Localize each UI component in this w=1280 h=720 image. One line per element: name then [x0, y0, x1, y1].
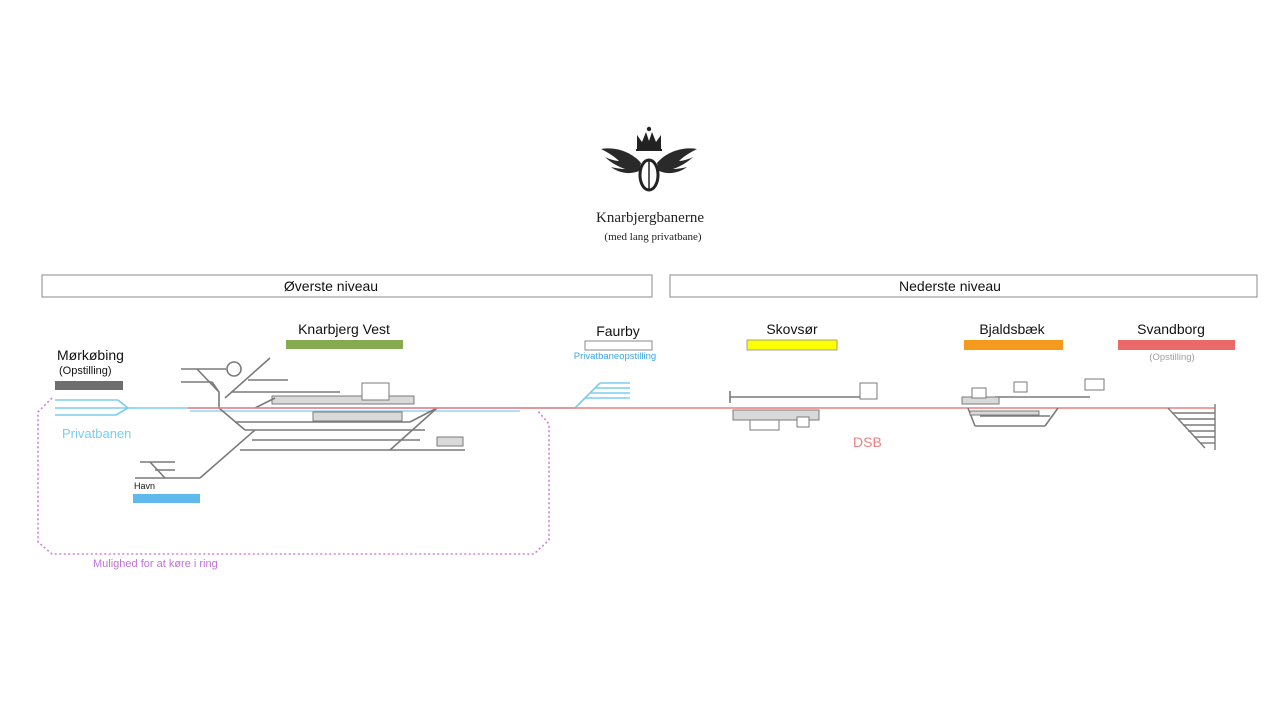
ring-loop-line	[37, 397, 550, 555]
turntable-icon	[226, 361, 242, 377]
morkobing-color-bar	[55, 381, 123, 390]
bjaldsbaek-buildings	[961, 378, 1105, 416]
bjaldsbaek-name: Bjaldsbæk	[979, 321, 1045, 337]
lower-level-label: Nederste niveau	[899, 278, 1001, 294]
morkobing-note: (Opstilling)	[59, 365, 112, 377]
morkobing-name: Mørkøbing	[57, 347, 124, 363]
svandborg-name: Svandborg	[1137, 321, 1205, 337]
ring-label: Mulighed for at køre i ring	[93, 558, 218, 570]
bjaldsbaek-tracks	[967, 396, 1090, 427]
faurby-note: Privatbaneopstilling	[574, 351, 656, 362]
lower-level-header: Nederste niveau	[669, 274, 1258, 298]
skovsor-color-bar	[746, 339, 838, 351]
page-subtitle: (med lang privatbane)	[604, 231, 701, 243]
knarbjerg-vest-color-bar	[286, 340, 403, 349]
bjaldsbaek-color-bar	[964, 340, 1063, 350]
private-line-label: Privatbanen	[62, 426, 131, 441]
skovsor-buildings	[732, 382, 878, 431]
page-title: Knarbjergbanerne	[596, 210, 704, 226]
knarbjerg-vest-tracks	[135, 357, 465, 479]
faurby-color-bar	[584, 340, 653, 351]
svandborg-tracks	[1167, 404, 1216, 450]
faurby-name: Faurby	[596, 323, 640, 339]
knarbjerg-vest-platforms	[271, 382, 464, 447]
skovsor-name: Skovsør	[766, 321, 818, 337]
havn-color-bar	[133, 494, 200, 503]
svandborg-note: (Opstilling)	[1149, 352, 1194, 363]
dsb-line-label: DSB	[853, 434, 882, 450]
crowned-winged-wheel-icon	[601, 126, 697, 192]
havn-name: Havn	[134, 481, 155, 491]
upper-level-label: Øverste niveau	[284, 278, 378, 294]
svandborg-color-bar	[1118, 340, 1235, 350]
upper-level-header: Øverste niveau	[41, 274, 653, 298]
knarbjerg-vest-name: Knarbjerg Vest	[298, 321, 390, 337]
skovsor-tracks	[729, 391, 868, 403]
